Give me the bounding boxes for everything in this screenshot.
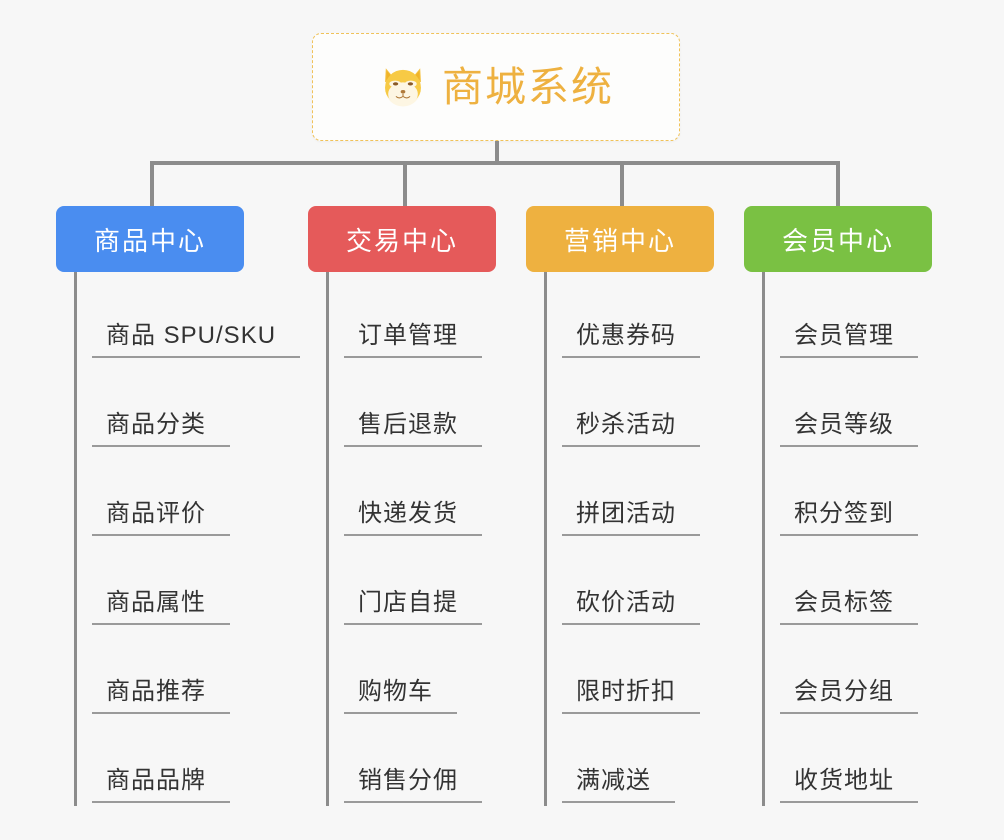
- leaf-label: 门店自提: [344, 589, 482, 625]
- branch-column-3: 营销中心 优惠券码 秒杀活动 拼团活动 砍价活动 限时折扣 满减送: [526, 206, 714, 806]
- leaf-item[interactable]: 会员标签: [762, 539, 932, 628]
- leaf-item[interactable]: 优惠券码: [544, 272, 714, 361]
- leaf-item[interactable]: 商品分类: [74, 361, 300, 450]
- leaf-item[interactable]: 购物车: [326, 628, 496, 717]
- branch-header-3-label: 营销中心: [563, 225, 676, 256]
- leaf-item[interactable]: 会员等级: [762, 361, 932, 450]
- branch-header-4[interactable]: 会员中心: [744, 206, 932, 272]
- leaf-item[interactable]: 商品 SPU/SKU: [74, 272, 301, 361]
- leaf-label: 收货地址: [780, 767, 918, 803]
- leaf-label: 商品分类: [92, 411, 230, 447]
- leaf-item[interactable]: 秒杀活动: [544, 361, 714, 450]
- branch-header-2-label: 交易中心: [345, 225, 458, 256]
- leaf-item[interactable]: 商品属性: [74, 539, 300, 628]
- connector-drop-1: [150, 161, 154, 208]
- leaf-label: 售后退款: [344, 411, 482, 447]
- branch-column-2: 交易中心 订单管理 售后退款 快递发货 门店自提 购物车 销售分佣: [308, 206, 496, 806]
- branch-items-2: 订单管理 售后退款 快递发货 门店自提 购物车 销售分佣: [326, 272, 496, 806]
- leaf-item[interactable]: 收货地址: [762, 717, 932, 806]
- leaf-label: 销售分佣: [344, 767, 482, 803]
- connector-root-stem: [495, 141, 499, 164]
- branch-items-4: 会员管理 会员等级 积分签到 会员标签 会员分组 收货地址: [762, 272, 932, 806]
- leaf-label: 商品 SPU/SKU: [92, 322, 301, 358]
- connector-drop-3: [620, 161, 624, 208]
- leaf-item[interactable]: 快递发货: [326, 450, 496, 539]
- leaf-label: 商品评价: [92, 500, 230, 536]
- branch-header-1[interactable]: 商品中心: [56, 206, 244, 272]
- shiba-dog-icon: [385, 68, 421, 107]
- connector-bus: [150, 161, 840, 165]
- branch-header-3[interactable]: 营销中心: [526, 206, 714, 272]
- leaf-label: 拼团活动: [562, 500, 700, 536]
- leaf-label: 快递发货: [344, 500, 482, 536]
- leaf-label: 商品属性: [92, 589, 230, 625]
- branch-spine-2: [326, 272, 329, 806]
- leaf-label: 秒杀活动: [562, 411, 700, 447]
- leaf-label: 砍价活动: [562, 589, 700, 625]
- leaf-item[interactable]: 拼团活动: [544, 450, 714, 539]
- leaf-label: 商品品牌: [92, 767, 230, 803]
- leaf-label: 商品推荐: [92, 678, 230, 714]
- leaf-item[interactable]: 砍价活动: [544, 539, 714, 628]
- branch-header-4-label: 会员中心: [781, 225, 894, 256]
- leaf-label: 购物车: [344, 678, 457, 714]
- leaf-label: 会员分组: [780, 678, 918, 714]
- leaf-item[interactable]: 商品评价: [74, 450, 300, 539]
- branch-items-1: 商品 SPU/SKU 商品分类 商品评价 商品属性 商品推荐 商品品牌: [74, 272, 301, 806]
- connector-drop-4: [836, 161, 840, 208]
- leaf-item[interactable]: 售后退款: [326, 361, 496, 450]
- leaf-label: 订单管理: [344, 322, 482, 358]
- root-title: 商城系统: [442, 63, 614, 110]
- leaf-item[interactable]: 满减送: [544, 717, 714, 806]
- leaf-label: 会员管理: [780, 322, 918, 358]
- branch-spine-4: [762, 272, 765, 806]
- leaf-label: 限时折扣: [562, 678, 700, 714]
- leaf-item[interactable]: 限时折扣: [544, 628, 714, 717]
- leaf-item[interactable]: 会员分组: [762, 628, 932, 717]
- root-node[interactable]: 商城系统: [312, 33, 680, 141]
- leaf-item[interactable]: 商品品牌: [74, 717, 300, 806]
- leaf-item[interactable]: 积分签到: [762, 450, 932, 539]
- branch-column-1: 商品中心 商品 SPU/SKU 商品分类 商品评价 商品属性 商品推荐 商品品牌: [56, 206, 301, 806]
- leaf-item[interactable]: 商品推荐: [74, 628, 300, 717]
- branch-header-2[interactable]: 交易中心: [308, 206, 496, 272]
- leaf-label: 会员标签: [780, 589, 918, 625]
- leaf-item[interactable]: 销售分佣: [326, 717, 496, 806]
- branch-spine-1: [74, 272, 77, 806]
- leaf-label: 积分签到: [780, 500, 918, 536]
- leaf-item[interactable]: 门店自提: [326, 539, 496, 628]
- leaf-label: 满减送: [562, 767, 675, 803]
- branch-column-4: 会员中心 会员管理 会员等级 积分签到 会员标签 会员分组 收货地址: [744, 206, 932, 806]
- branch-items-3: 优惠券码 秒杀活动 拼团活动 砍价活动 限时折扣 满减送: [544, 272, 714, 806]
- leaf-label: 优惠券码: [562, 322, 700, 358]
- branch-header-1-label: 商品中心: [93, 225, 206, 256]
- branch-spine-3: [544, 272, 547, 806]
- connector-drop-2: [403, 161, 407, 208]
- leaf-item[interactable]: 订单管理: [326, 272, 496, 361]
- leaf-label: 会员等级: [780, 411, 918, 447]
- leaf-item[interactable]: 会员管理: [762, 272, 932, 361]
